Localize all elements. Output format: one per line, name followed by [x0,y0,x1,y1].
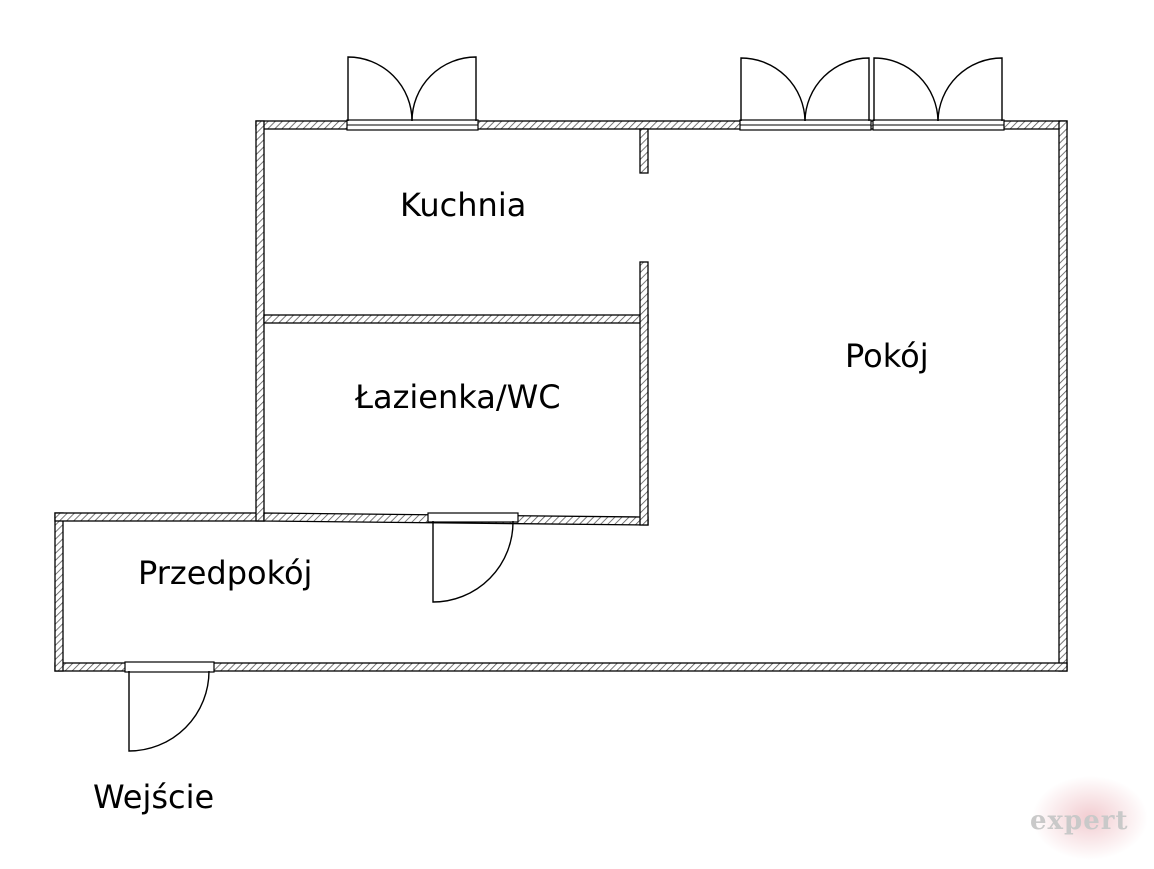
doors [128,520,514,752]
room-window-left-sash-left [740,57,806,122]
label-entrance: Wejście [93,778,214,816]
watermark-logo: expert [1030,776,1148,860]
wall-left-hallway [54,512,64,672]
label-hallway: Przedpokój [138,554,312,592]
wall-left-upper [255,120,265,522]
walls [54,120,1068,672]
openings [124,119,1005,673]
window-sashes [347,56,1003,122]
label-living-room: Pokój [845,337,929,375]
kitchen-window-sash-left [347,56,413,122]
wall-partition-lower [639,261,649,526]
label-bathroom: Łazienka/WC [354,378,561,416]
room-labels: Kuchnia Łazienka/WC Pokój Przedpokój Wej… [93,186,929,816]
wall-top-hallway [54,512,265,522]
label-kitchen: Kuchnia [400,186,526,224]
bathroom-door-opening [427,512,519,523]
wall-kitchen-bathroom [263,314,649,324]
room-window-left-sash-right [804,57,870,122]
watermark-text: expert [1030,806,1128,836]
bathroom-door [432,520,514,603]
kitchen-window-sash-right [411,56,477,122]
room-window-right-sash-left [873,57,939,122]
room-window-right-sash-right [937,57,1003,122]
wall-partition-upper [639,128,649,174]
wall-right [1058,120,1068,672]
watermark-blob [1032,776,1148,860]
entrance-door [128,670,210,752]
entrance-door-opening [124,661,215,673]
